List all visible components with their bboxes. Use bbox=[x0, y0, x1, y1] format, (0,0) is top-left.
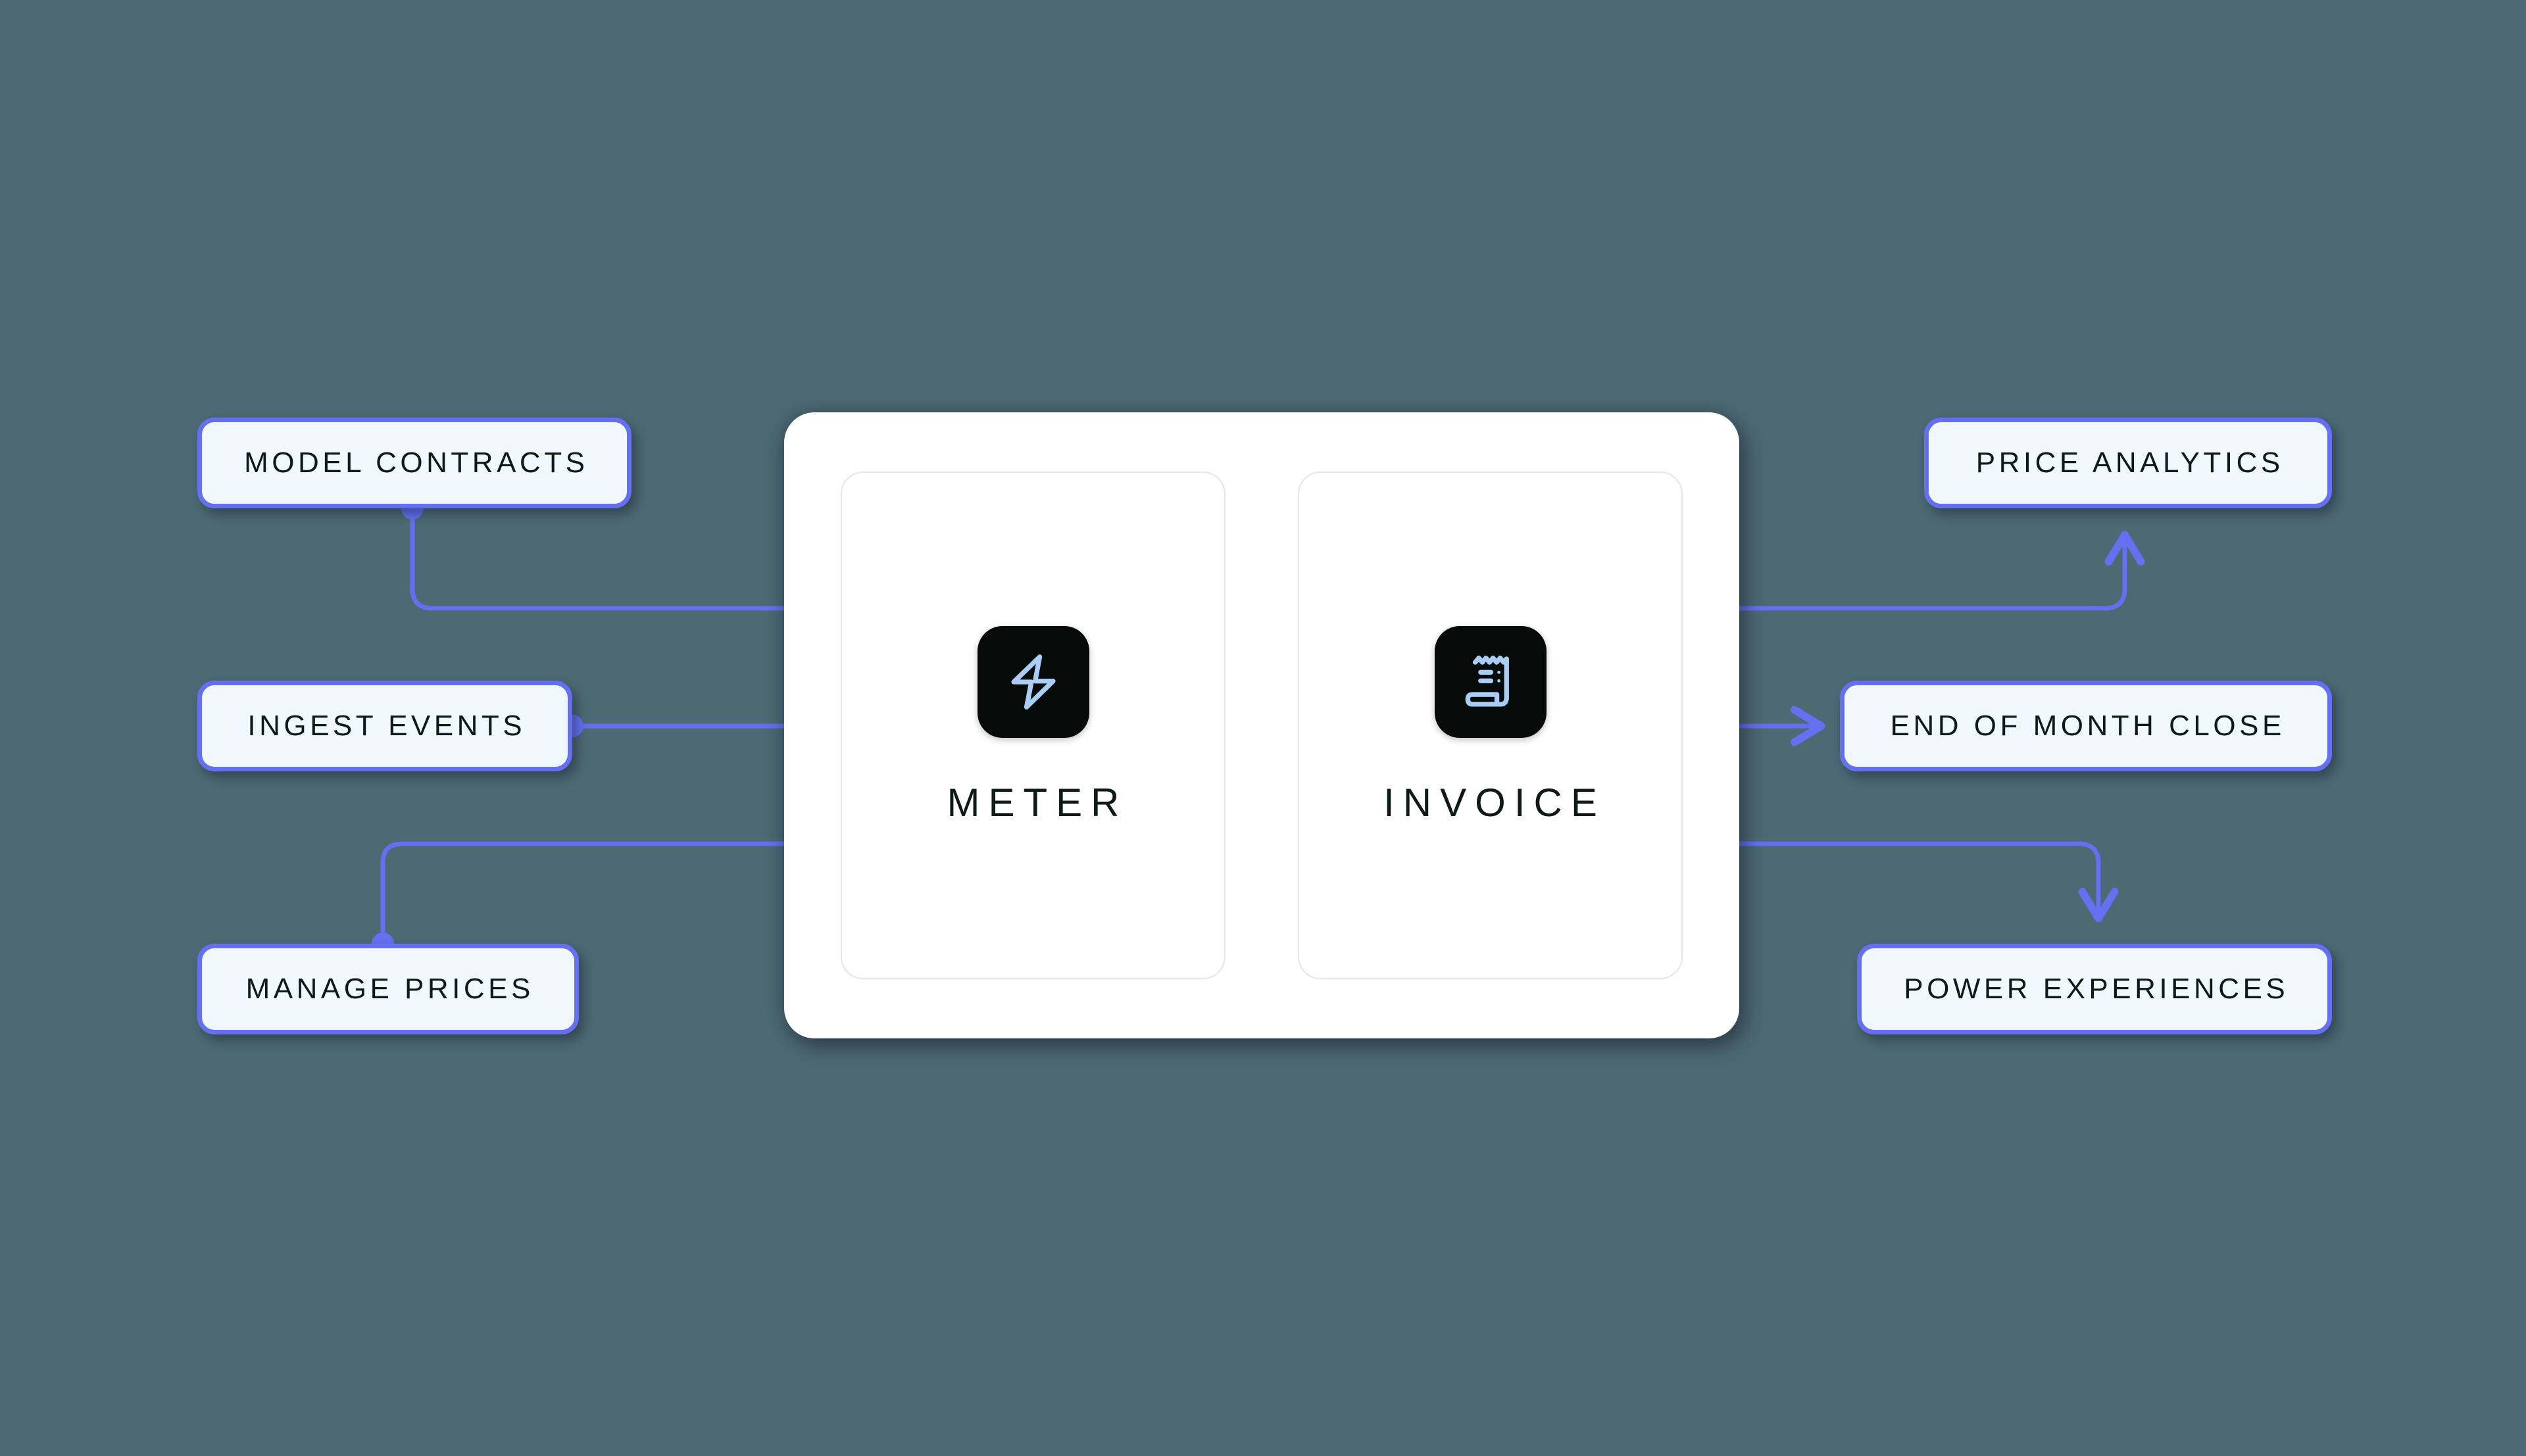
output-pill-label: POWER EXPERIENCES bbox=[1904, 973, 2289, 1005]
connector-manage-prices bbox=[380, 823, 840, 946]
input-pill-label: MODEL CONTRACTS bbox=[244, 447, 589, 479]
panel-invoice[interactable]: INVOICE bbox=[1298, 472, 1683, 979]
input-pill-label: MANAGE PRICES bbox=[245, 973, 534, 1005]
connector-price-analytics bbox=[1703, 531, 2145, 611]
output-pill-power-experiences[interactable]: POWER EXPERIENCES bbox=[1857, 944, 2332, 1034]
input-pill-manage-prices[interactable]: MANAGE PRICES bbox=[197, 944, 579, 1034]
output-pill-price-analytics[interactable]: PRICE ANALYTICS bbox=[1924, 418, 2332, 508]
output-pill-label: PRICE ANALYTICS bbox=[1975, 447, 2284, 479]
input-pill-ingest-events[interactable]: INGEST EVENTS bbox=[197, 681, 572, 771]
lightning-bolt-icon bbox=[977, 625, 1089, 738]
panel-group: METER INVOICE bbox=[784, 412, 1739, 1038]
output-pill-label: END OF MONTH CLOSE bbox=[1890, 710, 2285, 742]
input-pill-label: INGEST EVENTS bbox=[247, 710, 526, 742]
connector-model-contracts bbox=[410, 506, 840, 629]
input-pill-model-contracts[interactable]: MODEL CONTRACTS bbox=[197, 418, 632, 508]
panel-meter[interactable]: METER bbox=[841, 472, 1226, 979]
platform-card: METER INVOICE bbox=[784, 412, 1739, 1038]
receipt-icon bbox=[1434, 625, 1547, 738]
panel-label-meter: METER bbox=[947, 780, 1128, 825]
output-pill-end-of-month-close[interactable]: END OF MONTH CLOSE bbox=[1840, 681, 2332, 771]
panel-label-invoice: INVOICE bbox=[1383, 780, 1606, 825]
connector-power-experiences bbox=[1703, 841, 2119, 923]
